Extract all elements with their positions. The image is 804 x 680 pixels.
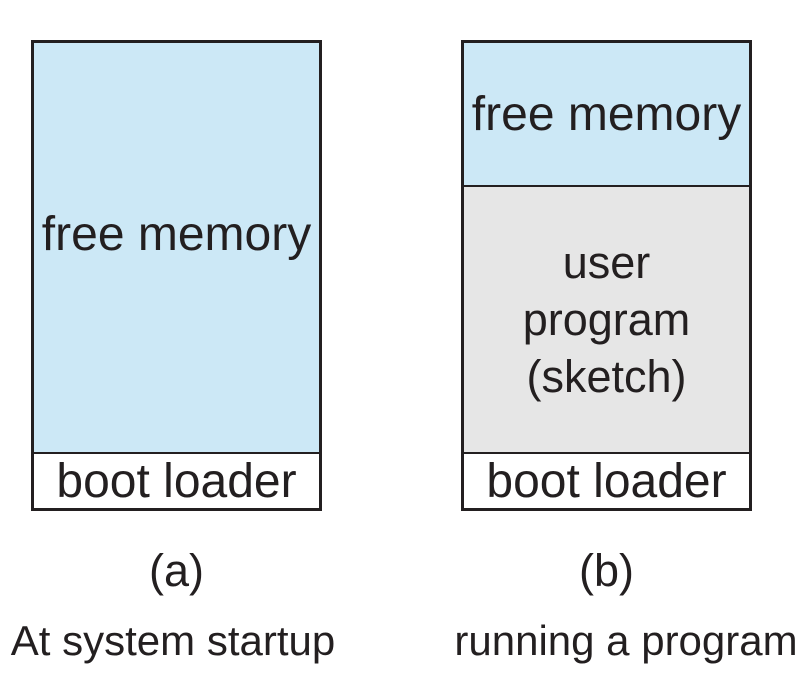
free-memory-label: free memory xyxy=(41,208,312,261)
boot-loader-label: boot loader xyxy=(486,454,727,508)
panel-letter-a: (a) xyxy=(149,545,204,596)
user-program-label: user program (sketch) xyxy=(522,237,691,402)
user-program-segment: user program (sketch) xyxy=(464,187,749,452)
panel-caption-startup: At system startup xyxy=(10,617,336,664)
boot-loader-segment: boot loader xyxy=(464,452,749,508)
boot-loader-segment: boot loader xyxy=(34,452,319,508)
memory-map-startup: free memory boot loader xyxy=(31,40,322,511)
free-memory-segment: free memory xyxy=(464,43,749,187)
panel-letter-b: (b) xyxy=(579,545,634,596)
memory-map-running: free memory user program (sketch) boot l… xyxy=(461,40,752,511)
panel-caption-running: running a program xyxy=(454,617,798,664)
free-memory-segment: free memory xyxy=(34,43,319,452)
boot-loader-label: boot loader xyxy=(56,454,297,508)
free-memory-label: free memory xyxy=(471,87,742,141)
